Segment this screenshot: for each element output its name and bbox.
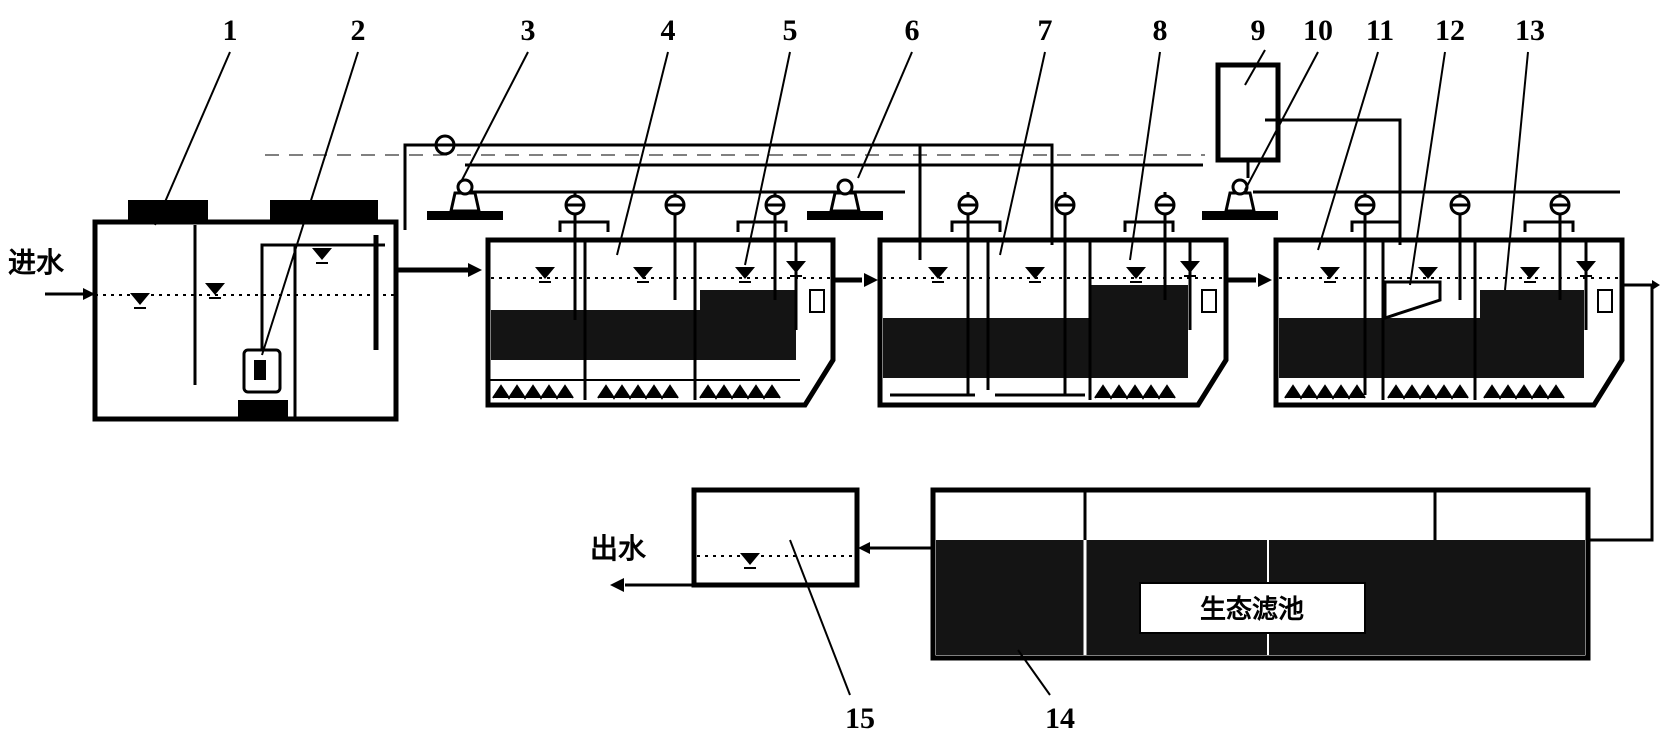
callout-13: 13: [1515, 14, 1545, 47]
pipe-b-c: [1226, 273, 1272, 287]
dosing-tank: [1215, 62, 1281, 178]
inlet-label: 进水: [8, 246, 65, 279]
callout-6: 6: [905, 14, 920, 47]
pipe-c-eco: [1588, 280, 1660, 542]
blower-6: [805, 178, 885, 222]
callout-4: 4: [661, 14, 676, 47]
callout-3: 3: [521, 14, 536, 47]
callout-10: 10: [1303, 14, 1333, 47]
callout-5: 5: [783, 14, 798, 47]
pipe-eco-clear: [858, 542, 933, 554]
callout-11: 11: [1366, 14, 1394, 47]
eco-pond-label: 生态滤池: [1200, 594, 1304, 625]
regulating-tank: [92, 200, 399, 422]
outlet-label: 出水: [590, 532, 647, 565]
clear-water-tank: [691, 487, 860, 588]
callout-8: 8: [1153, 14, 1168, 47]
bio-tank-group-c: [1273, 192, 1625, 408]
callout-12: 12: [1435, 14, 1465, 47]
callout-7: 7: [1038, 14, 1053, 47]
callout-1: 1: [223, 14, 238, 47]
inlet: 进水: [8, 246, 95, 300]
bio-tank-group-b: [877, 192, 1229, 408]
blower-10: [1200, 178, 1280, 222]
callout-15: 15: [845, 702, 875, 735]
pipe-a-b: [833, 273, 878, 287]
lift-pump: [238, 243, 385, 417]
bio-tank-group-a: [485, 192, 836, 408]
pipe-1-2: [373, 235, 482, 350]
callout-14: 14: [1045, 702, 1075, 735]
callouts: 1 2 3 4 5 6 7 8 9 10 11 12 13 14 15: [154, 14, 1545, 735]
callout-9: 9: [1251, 14, 1266, 47]
blower-3: [425, 178, 505, 222]
outlet: 出水: [590, 532, 694, 592]
callout-2: 2: [351, 14, 366, 47]
ecological-filter: 生态滤池: [930, 487, 1591, 661]
